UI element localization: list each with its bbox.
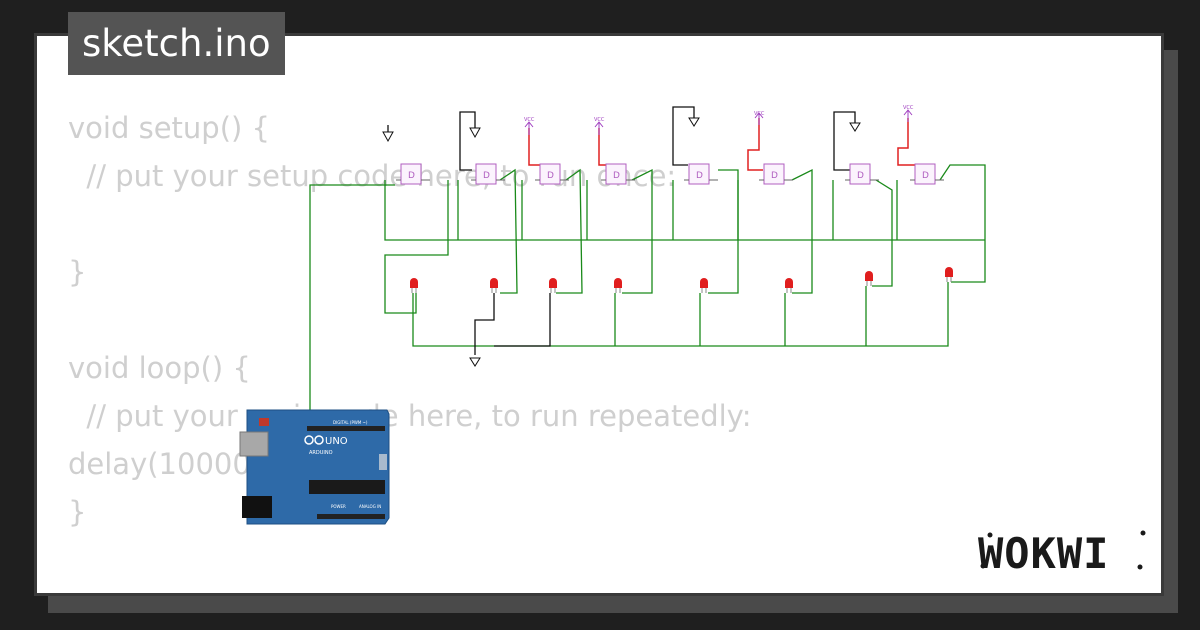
- chip: D: [763, 163, 785, 185]
- analog-header: [317, 514, 385, 519]
- vcc-label: VCC: [524, 117, 535, 123]
- ground-wires: [387, 106, 856, 355]
- chip: D: [849, 163, 871, 185]
- chip: D: [475, 163, 497, 185]
- code-line: void setup() {: [68, 111, 270, 145]
- green-wires: [309, 164, 986, 410]
- vcc-label: VCC: [754, 111, 765, 117]
- vcc-labels: VCC VCC VCC VCC: [524, 105, 914, 123]
- chip: D: [400, 163, 422, 185]
- microcontroller-chip: [309, 480, 385, 494]
- chip: D: [605, 163, 627, 185]
- wokwi-logo: WOKWI: [978, 529, 1146, 578]
- usb-port: [239, 431, 269, 457]
- chip: D: [539, 163, 561, 185]
- digital-header: [307, 426, 385, 431]
- wokwi-logo-text: WOKWI: [978, 529, 1109, 578]
- arduino-uno-board: UNO ARDUINO DIGITAL (PWM ~) POWER ANALOG…: [239, 409, 390, 525]
- sketch-filename: sketch.ino: [68, 12, 285, 75]
- chip-label: D: [857, 171, 864, 181]
- chip: D: [688, 163, 710, 185]
- led-icon: [490, 278, 498, 293]
- led-icon: [945, 267, 953, 282]
- board-brand: ARDUINO: [309, 450, 333, 456]
- code-line: delay(10000);: [68, 447, 272, 481]
- led-icon: [614, 278, 622, 293]
- chip: D: [914, 163, 936, 185]
- reset-button: [259, 418, 269, 426]
- code-line: }: [68, 495, 87, 529]
- digital-header-label: DIGITAL (PWM ~): [333, 420, 368, 425]
- vcc-label: VCC: [903, 105, 914, 111]
- chip-label: D: [547, 171, 554, 181]
- power-header-label: POWER: [331, 504, 346, 509]
- chip-label: D: [696, 171, 703, 181]
- board-model: UNO: [325, 436, 348, 447]
- led-icon: [785, 278, 793, 293]
- code-line: }: [68, 255, 87, 289]
- analog-header-label: ANALOG IN: [359, 504, 381, 509]
- vcc-label: VCC: [594, 117, 605, 123]
- chip-label: D: [922, 171, 929, 181]
- vcc-icon: [524, 109, 913, 135]
- chip-label: D: [408, 171, 415, 181]
- chip-label: D: [771, 171, 778, 181]
- flip-flop-chips: D D D D D D D D: [400, 163, 936, 185]
- led-icon: [549, 278, 557, 293]
- code-line: void loop() {: [68, 351, 251, 385]
- power-jack: [242, 496, 272, 518]
- led-icon: [865, 271, 873, 286]
- led-icon: [410, 278, 418, 293]
- ground-icon: [382, 117, 861, 367]
- leds: [410, 267, 953, 293]
- led-icon: [700, 278, 708, 293]
- chip-label: D: [483, 171, 490, 181]
- chip-label: D: [613, 171, 620, 181]
